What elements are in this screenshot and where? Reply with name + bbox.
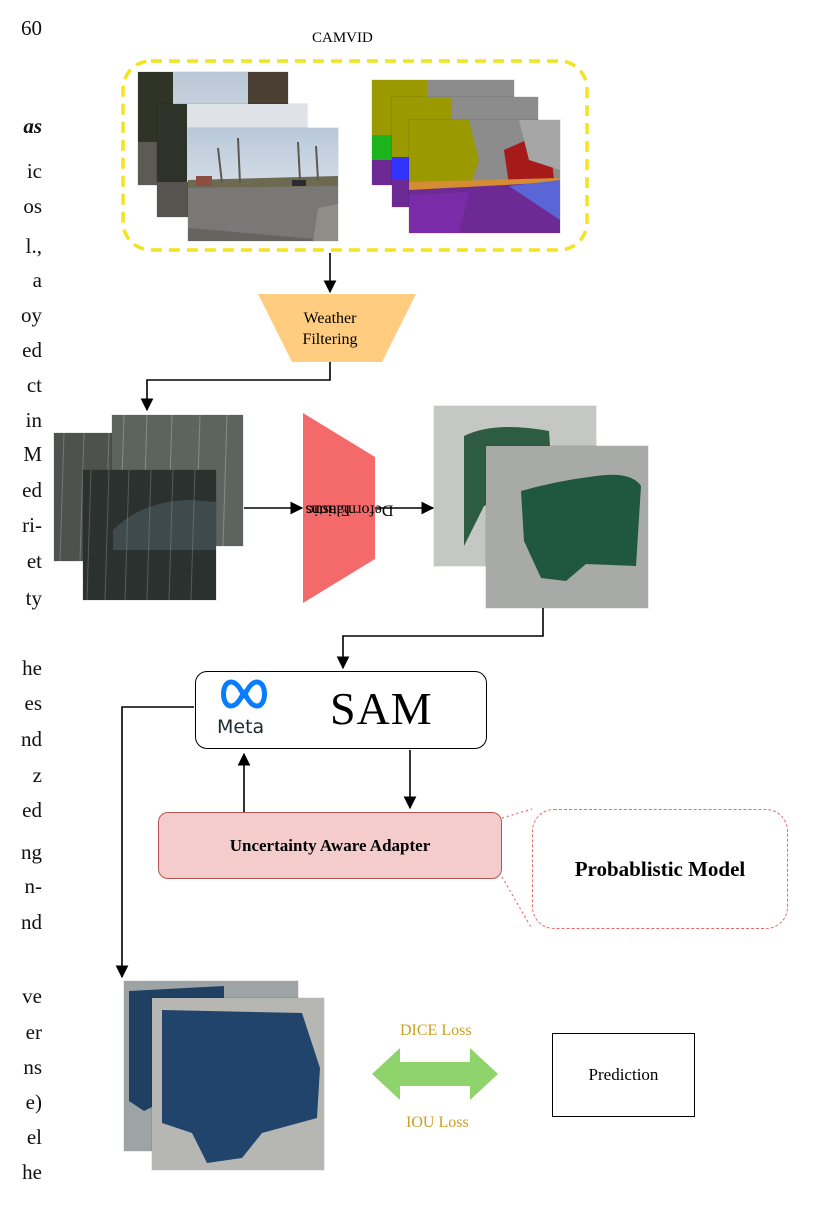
text-fragment: oy: [21, 303, 42, 327]
text-fragment: ri-: [22, 513, 42, 537]
text-fragment: ed: [22, 338, 42, 362]
text-fragment: ty: [25, 586, 42, 610]
arrow-deformed-to-sam: [336, 608, 544, 670]
sam-label: SAM: [330, 683, 433, 734]
text-fragment: nd: [21, 910, 42, 934]
text-fragment: es: [24, 691, 43, 715]
deformed-photo-front: [486, 446, 648, 608]
elastic-label: Elastic Deformations: [305, 501, 394, 519]
uncertainty-adapter-box: Uncertainty Aware Adapter: [158, 812, 502, 879]
text-fragment: ed: [22, 798, 42, 822]
dice-loss-label: DICE Loss: [400, 1022, 472, 1039]
arrow-weather-to-rain: [140, 362, 331, 412]
text-fragment: et: [26, 549, 42, 573]
dataset-title: CAMVID: [312, 30, 373, 46]
text-fragment: he: [22, 1160, 42, 1184]
probabilistic-model-label: Probablistic Model: [574, 856, 746, 881]
weather-filter-shape: [258, 294, 416, 362]
text-fragment: os: [23, 194, 42, 218]
elastic-shape: [303, 413, 375, 603]
mask-front: [409, 120, 560, 233]
text-fragment: nd: [21, 727, 42, 751]
text-fragment: e): [25, 1090, 42, 1114]
text-fragment: ct: [26, 373, 42, 397]
text-fragment: he: [22, 656, 42, 680]
text-fragment: in: [25, 408, 42, 432]
text-fragment: ns: [23, 1055, 42, 1079]
rain-photo-front: [83, 470, 216, 600]
road-photo-front: [188, 128, 338, 241]
probabilistic-model-box: Probablistic Model: [532, 809, 788, 929]
text-fragment: 60: [21, 16, 42, 40]
dataset-group-border: [121, 59, 589, 252]
prediction-label: Prediction: [588, 1065, 659, 1084]
text-fragment: n-: [24, 874, 43, 898]
sam-model-box: [195, 671, 487, 749]
prediction-box: Prediction: [552, 1033, 695, 1117]
text-fragment: z: [32, 763, 42, 787]
text-fragment: ed: [22, 478, 42, 502]
adapter-label: Uncertainty Aware Adapter: [229, 835, 431, 855]
output-mask-front: [152, 998, 324, 1170]
weather-filter-label: Weather Filtering: [302, 310, 358, 348]
iou-loss-label: IOU Loss: [406, 1114, 469, 1131]
loss-double-arrow-icon: [372, 1048, 498, 1100]
text-fragment: ve: [22, 984, 42, 1008]
text-fragment: er: [25, 1020, 42, 1044]
text-fragment: a: [32, 268, 42, 292]
arrow-sam-to-output: [115, 706, 194, 979]
meta-brand-text: Meta: [217, 716, 265, 738]
meta-logo-icon: [221, 679, 267, 709]
text-fragment: el: [26, 1125, 42, 1149]
text-fragment: as: [23, 114, 42, 138]
text-fragment: ic: [26, 159, 42, 183]
text-fragment: ng: [21, 840, 42, 864]
text-fragment: l.,: [25, 234, 42, 258]
text-fragment: M: [23, 442, 42, 466]
